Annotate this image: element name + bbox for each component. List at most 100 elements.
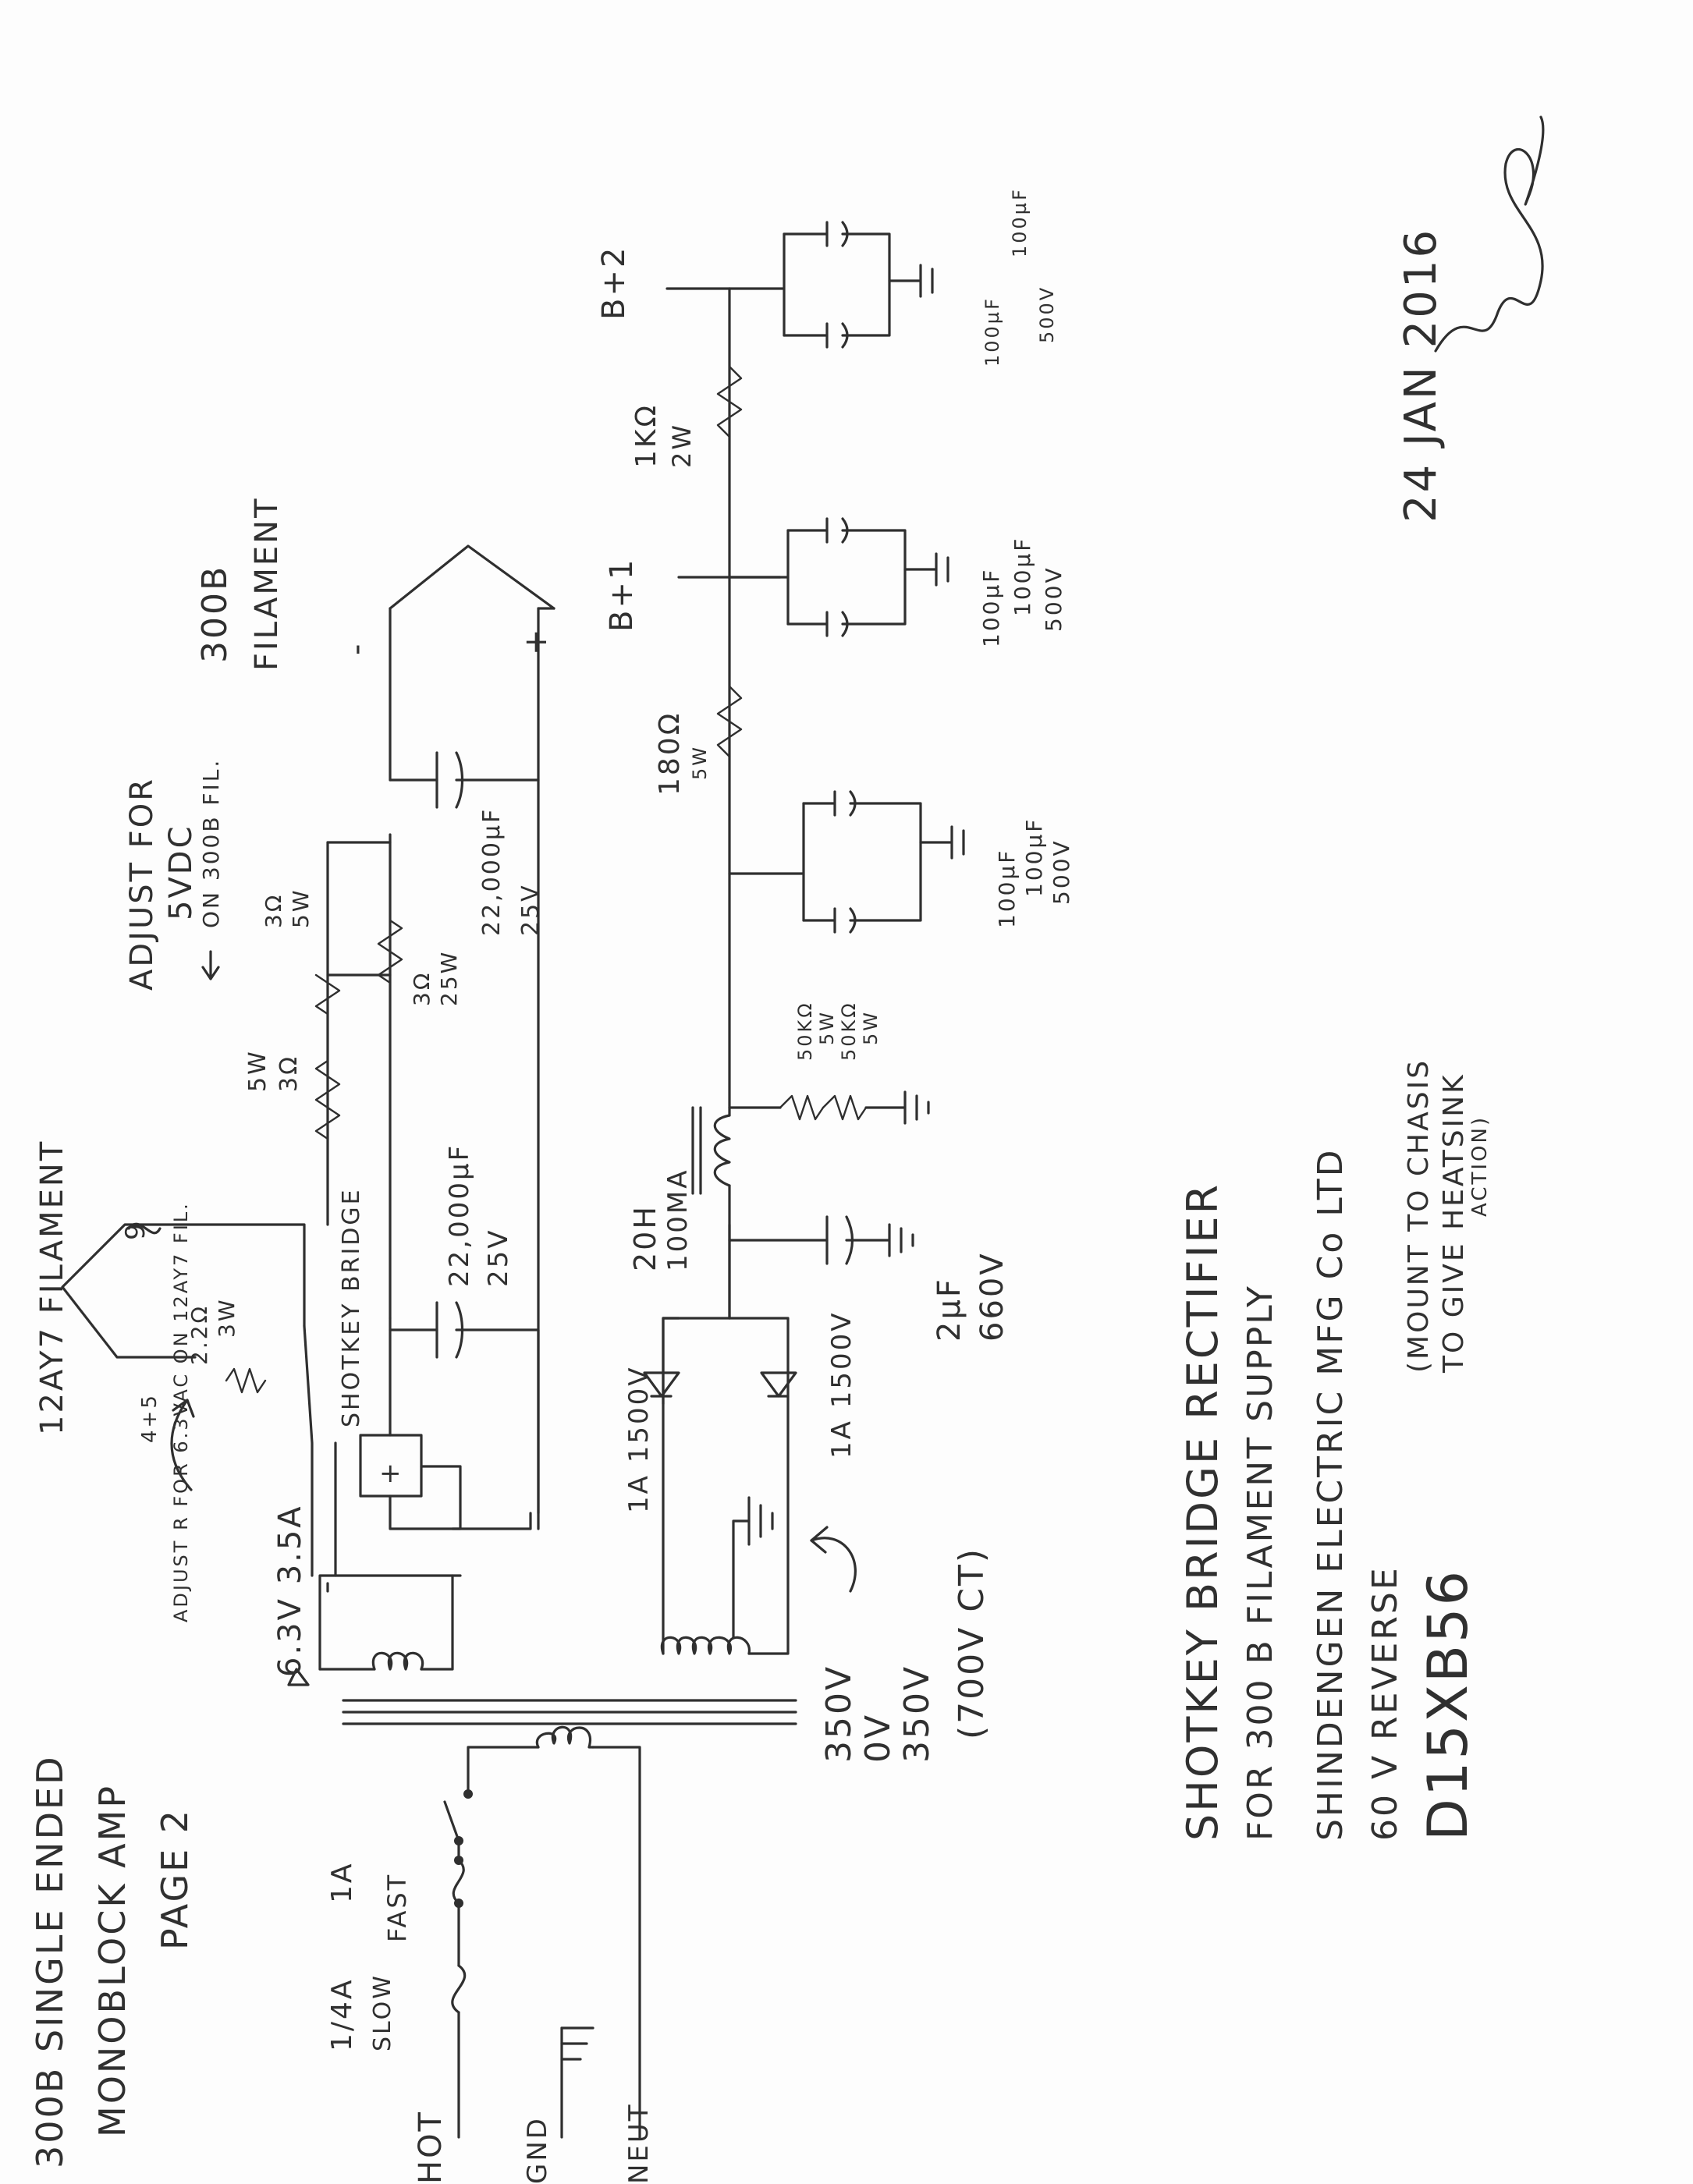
fuse2-rating: 1A — [326, 1861, 358, 1903]
fil-12ay7-pin: 9 — [120, 1221, 151, 1240]
hv-filter — [665, 221, 965, 1320]
res2-power: 5W — [288, 888, 314, 929]
r2r2-value: 2.2Ω — [186, 1304, 212, 1365]
filament-300b-circuit: + — [201, 544, 555, 1530]
cap-bank3-b: 100µF — [1009, 187, 1031, 257]
diode1-label: 1A 1500V — [623, 1366, 655, 1513]
r180-power: 5W — [689, 745, 711, 780]
bleeder2-value: 50KΩ — [838, 1001, 860, 1061]
resistor-180r — [716, 685, 743, 758]
cap-bank3-v: 500V — [1036, 285, 1058, 343]
cap-bank1-a: 100µF — [994, 849, 1020, 928]
notes-line2: FOR 300 B FILAMENT SUPPLY — [1240, 1284, 1280, 1841]
notes-mount2: TO GIVE HEATSINK — [1438, 1072, 1470, 1374]
res1-value: 3Ω — [275, 1055, 303, 1092]
fil-300b-title1: 300B — [195, 565, 235, 663]
resistor-2r2 — [225, 1367, 267, 1394]
cap-bank1-b: 100µF — [1021, 817, 1047, 897]
bleeder-2 — [822, 1094, 868, 1121]
r1k-value: 1KΩ — [630, 403, 662, 468]
cap-in-value: 2µF — [932, 1277, 967, 1342]
mains-input — [443, 1725, 641, 2139]
bleeder-1 — [779, 1094, 825, 1121]
notes-mount1: (MOUNT TO CHASIS — [1403, 1058, 1435, 1373]
hot-label: HOT — [413, 2110, 449, 2184]
wire-res1 — [326, 973, 392, 1226]
hv-top: 350V — [819, 1665, 859, 1763]
cap2-voltage: 25V — [517, 883, 545, 936]
res1-power: 5W — [244, 1049, 272, 1092]
resistor-3r-5w-b — [314, 973, 341, 1016]
fil-minus: - — [339, 642, 374, 655]
fuse2-type: FAST — [382, 1873, 412, 1942]
resistor-3r-25w — [377, 919, 403, 984]
fil-12ay7-adjust: ADJUST R FOR 6.3VAC ON 12AY7 FIL. — [170, 1201, 192, 1622]
diode-1 — [643, 1371, 680, 1398]
hv-total: (700V CT) — [952, 1547, 992, 1739]
b1-label: B+1 — [604, 558, 640, 632]
hv-ct: 0V — [858, 1713, 898, 1763]
resistor-1k — [716, 365, 743, 438]
adjust-5v-1: ADJUST FOR — [124, 777, 160, 991]
filament-12ay7-symbol — [61, 1223, 306, 1359]
r2r2-power: 3W — [214, 1298, 240, 1338]
bridge-label: SHOTKEY BRIDGE — [338, 1187, 365, 1427]
notes-part: D15XB56 — [1416, 1569, 1480, 1841]
fuse1-rating: 1/4A — [326, 1977, 358, 2051]
fil-12ay7-pins: 4+5 — [138, 1393, 161, 1443]
res3-power: 25W — [436, 950, 462, 1006]
b2-label: B+2 — [596, 246, 632, 320]
svg-text:+: + — [379, 1458, 404, 1489]
cap-bank3-a: 100µF — [981, 296, 1003, 367]
cap-bank2-a: 100µF — [978, 568, 1004, 647]
cap-in-voltage: 660V — [974, 1251, 1010, 1342]
primary-winding — [535, 1725, 595, 1749]
notes-mount3: ACTION) — [1468, 1115, 1492, 1217]
transformer-core — [342, 1699, 797, 1725]
fuse-fast-symbol — [452, 1859, 465, 1905]
arrow-marker — [287, 1668, 310, 1686]
filament-12ay7-circuit — [61, 1222, 314, 1686]
res3-value: 3Ω — [409, 971, 435, 1006]
resistor-3r-5w-a — [314, 1059, 341, 1140]
title-line3: PAGE 2 — [154, 1808, 196, 1950]
notes-line3: SHINDENGEN ELECTRIC MFG Co LTD — [1311, 1148, 1350, 1841]
choke-value: 20H — [628, 1204, 662, 1271]
bleeder2-power: 5W — [860, 1010, 882, 1045]
res2-value: 3Ω — [261, 893, 286, 928]
choke-20h — [713, 1114, 731, 1187]
ground-symbol — [560, 2026, 595, 2061]
title-line1: 300B SINGLE ENDED — [29, 1755, 71, 2169]
adjust-5v-3: ON 300B FIL. — [198, 758, 224, 928]
r180-value: 180Ω — [654, 711, 686, 796]
power-switch — [443, 1800, 460, 1842]
fil-12ay7-title: 12AY7 FILAMENT — [34, 1140, 70, 1435]
cap1-value: 22,000µF — [444, 1143, 475, 1287]
cap1-voltage: 25V — [483, 1228, 514, 1287]
notes-line1: SHOTKEY BRIDGE RECTIFIER — [1178, 1182, 1227, 1841]
diode-2 — [760, 1371, 797, 1398]
cap-bank2-b: 100µF — [1010, 537, 1035, 616]
labels: 300B SINGLE ENDED MONOBLOCK AMP PAGE 2 H… — [29, 187, 1492, 2184]
fuse-slow-symbol — [451, 1964, 467, 2014]
filament-300b-symbol — [389, 544, 555, 610]
gnd-label: GND — [522, 2116, 553, 2184]
cap-bank2-v: 500V — [1041, 566, 1067, 632]
hv-bottom: 350V — [897, 1665, 937, 1763]
filament-secondary — [318, 1441, 462, 1671]
bleeder1-power: 5W — [816, 1010, 838, 1045]
signature-mark — [1434, 115, 1545, 353]
bleeder1-value: 50KΩ — [794, 1001, 816, 1061]
title-line2: MONOBLOCK AMP — [91, 1784, 133, 2137]
cap2-value: 22,000µF — [478, 807, 506, 936]
fil-300b-title2: FILAMENT — [249, 496, 285, 671]
fuse1-type: SLOW — [369, 1973, 396, 2051]
adjust-5v-2: 5VDC — [163, 824, 199, 920]
hv-secondary — [643, 1223, 857, 1655]
fil-winding: 6.3V 3.5A — [272, 1504, 308, 1677]
notes-line4: 60 V REVERSE — [1365, 1565, 1405, 1841]
neut-label: NEUT — [623, 2102, 655, 2184]
r1k-power: 2W — [667, 423, 697, 468]
